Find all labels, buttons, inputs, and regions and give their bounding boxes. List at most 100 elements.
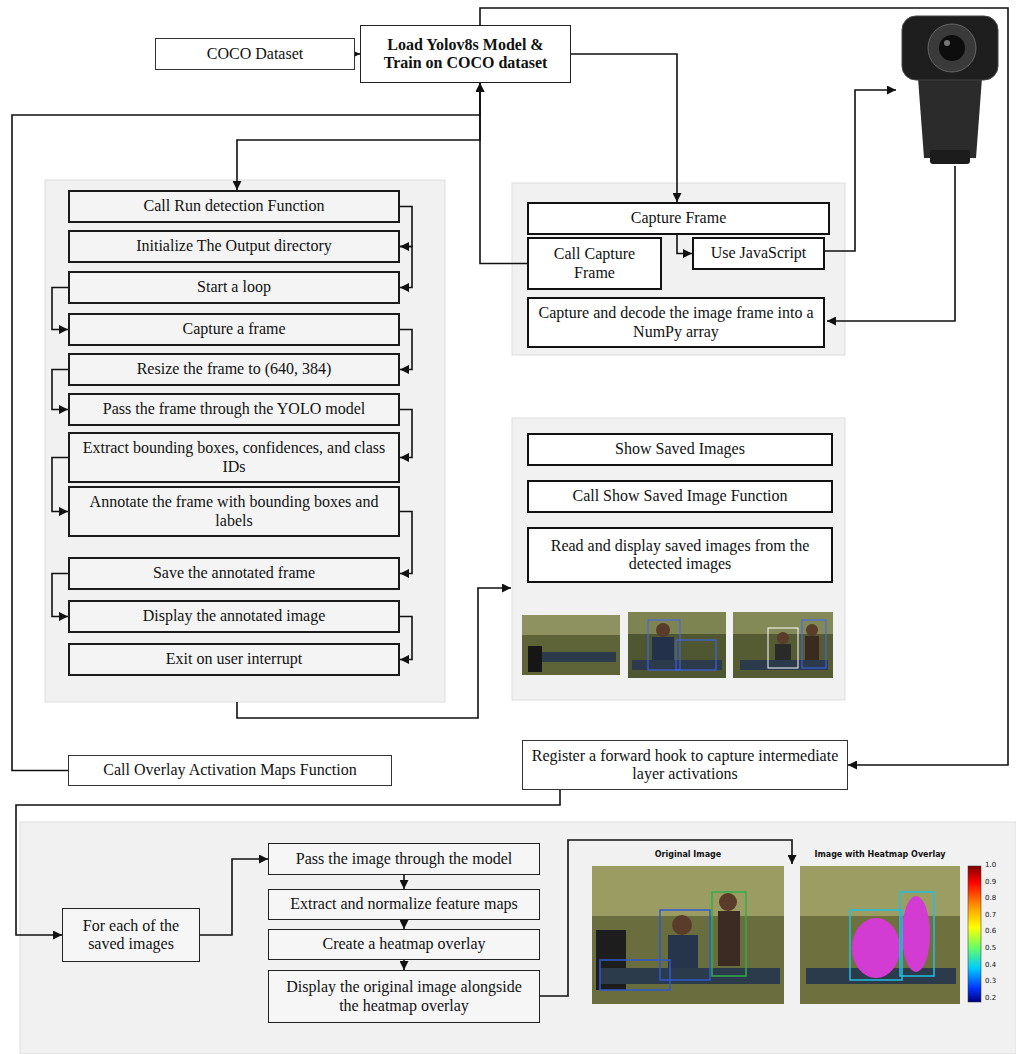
thumb-table xyxy=(632,660,722,670)
image-person xyxy=(718,911,740,966)
flow-arrow xyxy=(52,370,68,410)
process-box: COCO Dataset xyxy=(155,38,355,70)
colorbar-tick: 0.2 xyxy=(985,995,996,1002)
capture-panel xyxy=(512,183,845,355)
process-box: Pass the image through the model xyxy=(268,843,540,875)
webcam-lens xyxy=(939,35,965,61)
heatmap-panel xyxy=(20,822,1016,1054)
webcam-body xyxy=(902,16,998,80)
flow-arrow xyxy=(237,83,480,190)
heat-blob xyxy=(852,918,900,978)
box-label: Show Saved Images xyxy=(615,440,745,458)
flow-arrow xyxy=(480,8,1008,765)
box-label: Register a forward hook to capture inter… xyxy=(529,747,841,784)
thumb-ground xyxy=(733,612,833,678)
box-label: Display the original image alongside the… xyxy=(275,978,533,1015)
thumb-wall xyxy=(522,615,620,635)
process-box: Call Show Saved Image Function xyxy=(527,480,833,513)
process-box: Call Overlay Activation Maps Function xyxy=(68,755,392,786)
process-box: Annotate the frame with bounding boxes a… xyxy=(68,486,400,537)
colorbar-tick: 0.3 xyxy=(985,978,996,985)
box-label: Extract bounding boxes, confidences, and… xyxy=(76,439,392,476)
flow-arrow xyxy=(12,83,480,771)
box-label: Exit on user interrupt xyxy=(166,650,302,668)
box-label: Use JavaScript xyxy=(711,244,807,262)
thumb-ground xyxy=(628,612,726,678)
process-box: Display the original image alongside the… xyxy=(268,970,540,1023)
process-box: Pass the frame through the YOLO model xyxy=(68,393,400,426)
webcam-glint xyxy=(944,40,950,46)
colorbar-tick: 0.5 xyxy=(985,945,996,952)
image-title: Original Image xyxy=(655,851,721,859)
image-box xyxy=(712,892,746,976)
flow-arrow xyxy=(52,574,68,617)
image-box xyxy=(900,892,934,976)
box-label: Save the annotated frame xyxy=(153,564,315,582)
box-label: Display the annotated image xyxy=(143,607,326,625)
flow-arrow xyxy=(400,617,412,660)
process-box: Save the annotated frame xyxy=(68,557,400,590)
process-box: Register a forward hook to capture inter… xyxy=(522,740,848,790)
layout-lines xyxy=(237,90,955,996)
heatmap-image xyxy=(800,866,960,1004)
flow-arrow xyxy=(403,875,405,889)
image-box xyxy=(660,910,710,980)
process-box: Extract bounding boxes, confidences, and… xyxy=(68,432,400,483)
image-title: Image with Heatmap Overlay xyxy=(814,851,945,859)
thumb-person xyxy=(652,637,674,663)
thumb-box xyxy=(802,620,826,668)
process-box: Resize the frame to (640, 384) xyxy=(68,353,400,386)
thumb-person xyxy=(775,644,791,662)
thumb-chair xyxy=(528,646,542,672)
thumbnail-3 xyxy=(733,612,833,678)
webcam-clip xyxy=(930,150,970,164)
image-ground xyxy=(800,866,960,1004)
image-person xyxy=(719,893,737,911)
image-table xyxy=(600,968,780,984)
process-box: Capture a frame xyxy=(68,313,400,346)
thumb-person xyxy=(656,623,670,637)
image-person xyxy=(672,915,692,935)
box-label: Read and display saved images from the d… xyxy=(535,537,825,574)
box-label: For each of the saved images xyxy=(69,917,193,954)
colorbar-tick: 0.6 xyxy=(985,928,996,935)
flow-arrow xyxy=(400,410,412,458)
box-label: Pass the frame through the YOLO model xyxy=(103,400,365,418)
box-label: Load Yolov8s Model & Train on COCO datas… xyxy=(367,36,564,73)
colorbar-tick: 1.0 xyxy=(985,862,996,869)
flow-arrow xyxy=(400,207,412,247)
box-label: Call Show Saved Image Function xyxy=(572,487,787,505)
image-wall xyxy=(800,866,960,916)
image-box xyxy=(600,960,670,990)
webcam-lens-ring xyxy=(928,24,976,72)
thumbnail-1 xyxy=(522,615,620,675)
thumb-person xyxy=(777,632,789,644)
flow-arrow xyxy=(52,458,68,512)
detection-panel xyxy=(45,180,445,702)
box-label: Resize the frame to (640, 384) xyxy=(137,360,332,378)
image-wall xyxy=(592,866,784,916)
process-box: Show Saved Images xyxy=(527,433,833,466)
box-label: Capture and decode the image frame into … xyxy=(535,304,817,341)
process-box: Display the annotated image xyxy=(68,600,400,633)
thumb-table xyxy=(540,652,616,662)
box-label: Call Overlay Activation Maps Function xyxy=(103,761,356,779)
flow-arrow xyxy=(480,83,527,264)
heat-blob xyxy=(902,896,930,972)
colorbar-tick: 0.8 xyxy=(985,895,996,902)
box-label: Capture Frame xyxy=(631,209,727,227)
process-box: Read and display saved images from the d… xyxy=(527,527,833,583)
connector-line xyxy=(540,840,792,996)
process-box: Create a heatmap overlay xyxy=(268,929,540,960)
colorbar-tick: 0.7 xyxy=(985,912,996,919)
box-label: COCO Dataset xyxy=(207,45,303,63)
colorbar-tick: 0.4 xyxy=(985,962,996,969)
connector-line xyxy=(825,90,896,251)
process-box: Start a loop xyxy=(68,271,400,304)
box-label: Create a heatmap overlay xyxy=(322,935,485,953)
process-box: Call Run detection Function xyxy=(68,190,400,223)
process-box: Initialize The Output directory xyxy=(68,230,400,263)
box-label: Extract and normalize feature maps xyxy=(290,895,517,913)
connector-line xyxy=(827,166,955,321)
